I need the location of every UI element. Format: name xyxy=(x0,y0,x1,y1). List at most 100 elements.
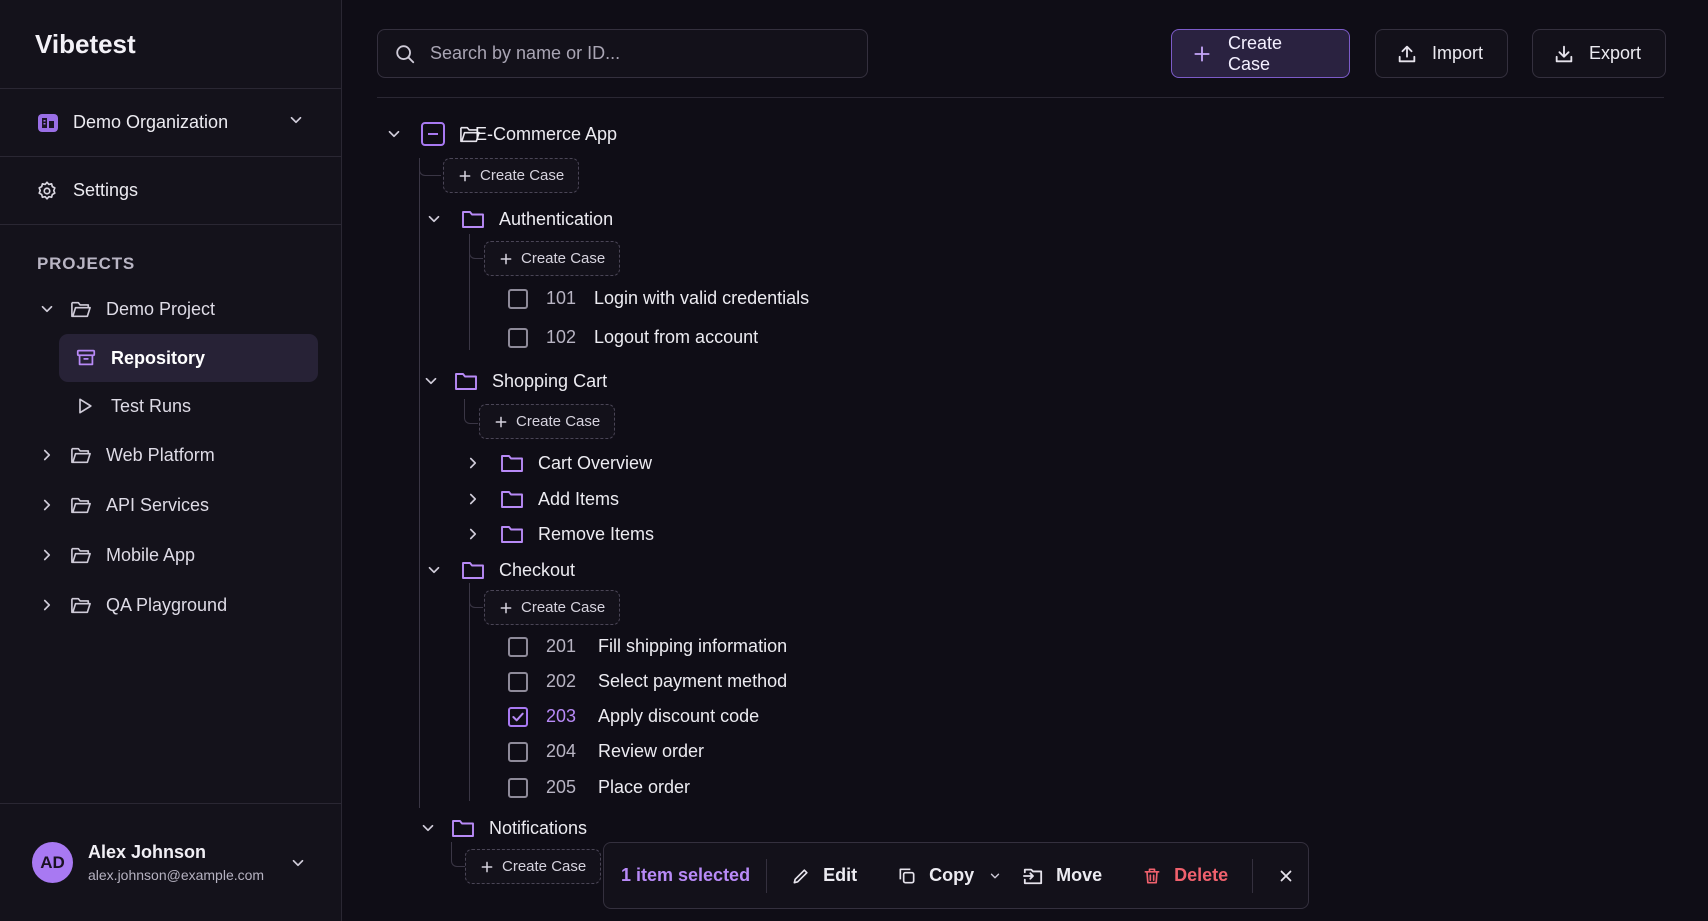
org-name: Demo Organization xyxy=(73,112,229,132)
nav-test-runs[interactable]: Test Runs xyxy=(59,382,318,430)
user-meta: Alex Johnson alex.johnson@example.com xyxy=(88,842,289,883)
search-input[interactable] xyxy=(430,43,850,64)
delete-button[interactable]: Delete xyxy=(1142,865,1228,886)
user-menu[interactable]: AD Alex Johnson alex.johnson@example.com xyxy=(0,803,341,921)
move-button[interactable]: Move xyxy=(1022,865,1102,886)
export-button[interactable]: Export xyxy=(1532,29,1666,78)
folder-icon xyxy=(500,488,526,510)
move-icon xyxy=(1022,866,1044,886)
settings-link[interactable]: Settings xyxy=(0,157,341,225)
folder-open-icon xyxy=(70,494,94,516)
case-checkbox-checked[interactable] xyxy=(508,706,528,727)
folder-open-icon xyxy=(70,444,94,466)
chevron-right-icon[interactable] xyxy=(462,452,484,474)
case-row[interactable]: 202 Select payment method xyxy=(508,671,787,692)
project-label: Demo Project xyxy=(106,298,216,319)
project-api-services[interactable]: API Services xyxy=(0,480,341,530)
nav-repository[interactable]: Repository xyxy=(59,334,318,382)
project-demo-project[interactable]: Demo Project xyxy=(0,284,341,334)
folder-label: Shopping Cart xyxy=(492,370,608,391)
create-case-inline[interactable]: Create Case xyxy=(479,404,616,439)
export-label: Export xyxy=(1589,43,1642,63)
chevron-down-icon[interactable] xyxy=(420,370,442,392)
chevron-right-icon[interactable] xyxy=(36,544,58,566)
case-id: 102 xyxy=(546,327,577,347)
chevron-down-icon[interactable] xyxy=(417,817,439,839)
case-checkbox[interactable] xyxy=(508,671,528,692)
project-mobile-app[interactable]: Mobile App xyxy=(0,530,341,580)
org-switcher[interactable]: Demo Organization xyxy=(0,89,341,157)
case-row[interactable]: 101 Login with valid credentials xyxy=(508,288,809,309)
edit-button[interactable]: Edit xyxy=(791,865,857,886)
folder-open-icon xyxy=(70,594,94,616)
archive-icon xyxy=(75,347,97,369)
chevron-down-icon xyxy=(289,854,307,872)
indeterminate-checkbox[interactable] xyxy=(421,122,445,146)
folder-cart-overview[interactable]: Cart Overview xyxy=(462,452,652,474)
chevron-right-icon[interactable] xyxy=(36,494,58,516)
avatar: AD xyxy=(32,842,73,883)
tree-line xyxy=(419,158,420,808)
toolbar: Create Case Import Export xyxy=(377,29,1666,78)
folder-remove-items[interactable]: Remove Items xyxy=(462,523,654,545)
copy-icon xyxy=(897,866,917,886)
chevron-right-icon[interactable] xyxy=(36,444,58,466)
move-label: Move xyxy=(1056,865,1103,885)
case-tree: E-Commerce App Create Case Authenticatio… xyxy=(342,0,1708,921)
create-case-inline[interactable]: Create Case xyxy=(465,849,602,884)
chevron-down-icon[interactable] xyxy=(383,123,405,145)
case-id: 202 xyxy=(546,671,577,691)
chevron-down-icon[interactable] xyxy=(988,869,1002,883)
chevron-down-icon[interactable] xyxy=(423,208,445,230)
chevron-down-icon xyxy=(287,111,305,134)
case-checkbox[interactable] xyxy=(508,777,528,798)
search-icon xyxy=(394,43,416,65)
case-id: 201 xyxy=(546,636,577,656)
copy-button[interactable]: Copy xyxy=(897,865,1002,886)
import-button[interactable]: Import xyxy=(1375,29,1508,78)
case-id: 205 xyxy=(546,777,577,797)
download-icon xyxy=(1553,43,1575,65)
case-title: Apply discount code xyxy=(598,706,760,726)
search-box[interactable] xyxy=(377,29,868,78)
chevron-right-icon[interactable] xyxy=(462,523,484,545)
case-checkbox[interactable] xyxy=(508,327,528,348)
folder-add-items[interactable]: Add Items xyxy=(462,488,619,510)
pencil-icon xyxy=(791,866,811,886)
case-row[interactable]: 204 Review order xyxy=(508,741,704,762)
create-case-inline[interactable]: Create Case xyxy=(443,158,580,193)
project-label: Web Platform xyxy=(106,444,215,465)
project-label: QA Playground xyxy=(106,594,228,615)
user-email: alex.johnson@example.com xyxy=(88,867,265,883)
case-row[interactable]: 201 Fill shipping information xyxy=(508,636,787,657)
create-case-inline[interactable]: Create Case xyxy=(484,590,621,625)
create-case-label: Create Case xyxy=(516,413,601,430)
trash-icon xyxy=(1142,866,1162,886)
case-checkbox[interactable] xyxy=(508,636,528,657)
create-case-button[interactable]: Create Case xyxy=(1171,29,1350,78)
folder-icon xyxy=(454,370,480,392)
chevron-right-icon[interactable] xyxy=(36,594,58,616)
folder-checkout[interactable]: Checkout xyxy=(423,559,575,581)
projects-list: Demo Project Repository Test Runs Web Pl… xyxy=(0,284,341,630)
tree-root[interactable]: E-Commerce App xyxy=(383,122,617,146)
case-checkbox[interactable] xyxy=(508,741,528,762)
folder-shopping-cart[interactable]: Shopping Cart xyxy=(420,370,607,392)
chevron-right-icon[interactable] xyxy=(462,488,484,510)
play-icon xyxy=(75,395,97,417)
close-icon[interactable] xyxy=(1277,867,1295,885)
create-case-inline[interactable]: Create Case xyxy=(484,241,621,276)
folder-authentication[interactable]: Authentication xyxy=(423,208,613,230)
chevron-down-icon[interactable] xyxy=(36,298,58,320)
project-web-platform[interactable]: Web Platform xyxy=(0,430,341,480)
plus-icon xyxy=(1192,43,1214,65)
case-row[interactable]: 205 Place order xyxy=(508,777,690,798)
case-checkbox[interactable] xyxy=(508,288,528,309)
tree-connector xyxy=(469,583,483,608)
project-qa-playground[interactable]: QA Playground xyxy=(0,580,341,630)
case-row-selected[interactable]: 203 Apply discount code xyxy=(508,706,759,727)
chevron-down-icon[interactable] xyxy=(423,559,445,581)
case-row[interactable]: 102 Logout from account xyxy=(508,327,758,348)
user-name: Alex Johnson xyxy=(88,842,207,862)
folder-notifications[interactable]: Notifications xyxy=(417,817,587,839)
